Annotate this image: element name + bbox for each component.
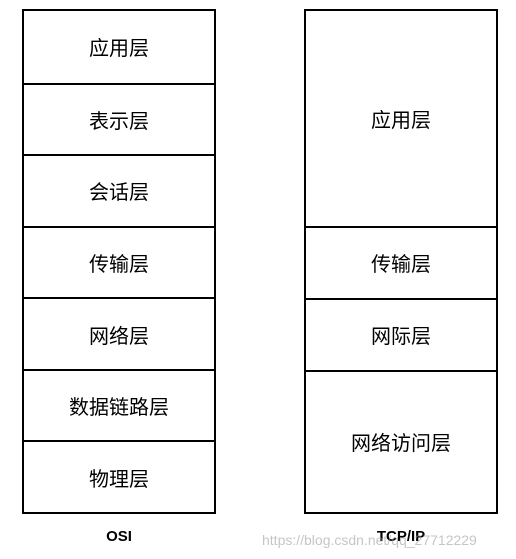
osi-stack: 应用层 表示层 会话层 传输层 网络层 数据链路层 物理层	[22, 9, 216, 514]
tcpip-caption: TCP/IP	[376, 528, 426, 545]
tcpip-stack: 应用层 传输层 网际层 网络访问层	[304, 9, 498, 514]
tcpip-network-access-layer: 网络访问层	[306, 369, 496, 512]
osi-application-layer: 应用层	[89, 36, 149, 61]
tcpip-internet-layer: 网际层	[306, 297, 496, 370]
tcpip-transport-layer: 传输层	[306, 226, 496, 298]
osi-network-layer: 网络层	[24, 297, 214, 369]
osi-data-link-layer: 数据链路层	[24, 368, 214, 441]
osi-caption: OSI	[106, 528, 132, 545]
osi-presentation-layer: 表示层	[24, 82, 214, 155]
watermark: https://blog.csdn.net/qq_27712229	[262, 532, 477, 548]
osi-physical-layer: 物理层	[24, 440, 214, 512]
osi-transport-layer: 传输层	[24, 225, 214, 298]
osi-session-layer: 会话层	[24, 154, 214, 226]
tcpip-application-layer: 应用层	[371, 108, 431, 133]
